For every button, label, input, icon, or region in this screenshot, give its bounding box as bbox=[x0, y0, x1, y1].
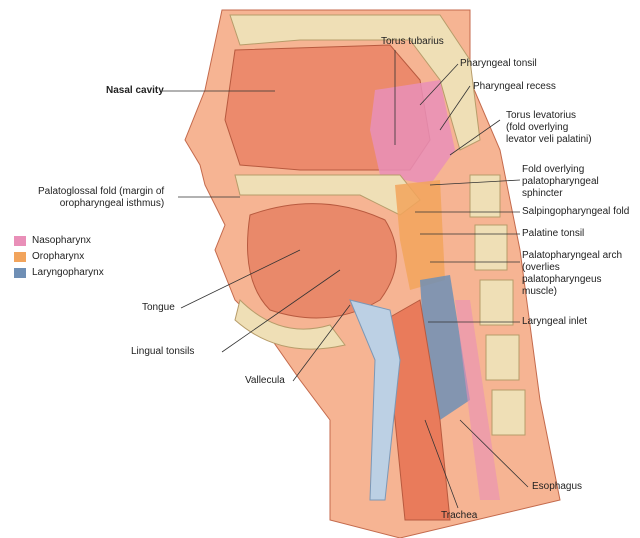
label-fold-palatopharyngeal-sphincter: Fold overlying palatopharyngeal sphincte… bbox=[522, 164, 599, 199]
label-pharyngeal-tonsil: Pharyngeal tonsil bbox=[460, 58, 537, 69]
oropharynx-region bbox=[395, 180, 445, 290]
label-palatopharyngeal-arch: Palatopharyngeal arch (overlies palatoph… bbox=[522, 250, 623, 297]
nasopharynx-region bbox=[370, 80, 455, 185]
legend-label: Oropharynx bbox=[32, 251, 85, 262]
legend-swatch-nasopharynx bbox=[14, 235, 26, 246]
legend-item-laryngopharynx: Laryngopharynx bbox=[14, 267, 104, 278]
label-nasal-cavity: Nasal cavity bbox=[106, 85, 164, 96]
legend-swatch-oropharynx bbox=[14, 251, 26, 262]
label-vallecula: Vallecula bbox=[245, 375, 285, 386]
legend-item-oropharynx: Oropharynx bbox=[14, 251, 84, 262]
esophagus-tube bbox=[455, 300, 500, 500]
label-torus-tubarius: Torus tubarius bbox=[381, 36, 444, 47]
label-laryngeal-inlet: Laryngeal inlet bbox=[522, 316, 588, 327]
mandible bbox=[234, 299, 346, 350]
label-pharyngeal-recess: Pharyngeal recess bbox=[473, 81, 556, 92]
legend-label: Laryngopharynx bbox=[32, 267, 104, 278]
trachea-airway bbox=[384, 299, 451, 521]
label-palatoglossal-fold: Palatoglossal fold (margin of oropharyng… bbox=[38, 186, 165, 209]
legend-label: Nasopharynx bbox=[32, 235, 91, 246]
legend-item-nasopharynx: Nasopharynx bbox=[14, 235, 91, 246]
label-trachea: Trachea bbox=[441, 510, 478, 521]
legend-swatch-laryngopharynx bbox=[14, 267, 26, 278]
vertebral-column bbox=[469, 174, 526, 436]
label-salpingopharyngeal-fold: Salpingopharyngeal fold bbox=[522, 206, 630, 217]
label-palatine-tonsil: Palatine tonsil bbox=[522, 228, 585, 239]
leader-lines bbox=[162, 50, 529, 509]
label-tongue: Tongue bbox=[142, 302, 175, 313]
label-esophagus: Esophagus bbox=[532, 481, 583, 492]
label-lingual-tonsils: Lingual tonsils bbox=[131, 346, 195, 357]
tongue-body bbox=[247, 203, 397, 319]
label-torus-levatorius: Torus levatorius (fold overlying levator… bbox=[506, 110, 592, 145]
laryngeal-cartilage bbox=[349, 299, 401, 501]
